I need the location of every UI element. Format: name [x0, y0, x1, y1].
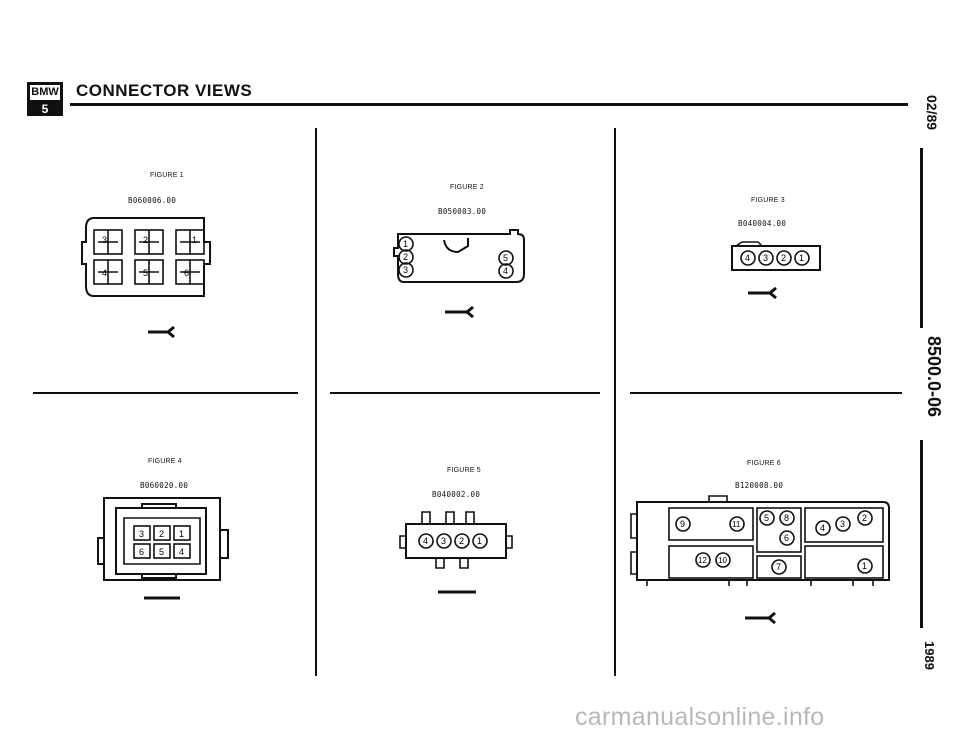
figure-3-pin-3: 3 [763, 253, 768, 263]
figure-6-pin-3: 3 [840, 519, 845, 529]
figure-6-pin-7: 7 [776, 562, 781, 572]
figure-6-code: B120008.00 [735, 481, 784, 490]
figure-5-connector: 4 3 2 1 [399, 511, 513, 569]
figure-6-pin-10: 10 [718, 556, 727, 565]
figure-4-pin-5: 5 [159, 547, 164, 557]
figure-1-wire-icon [148, 326, 175, 338]
figure-6-pin-11: 11 [732, 520, 741, 529]
figure-1-label: FIGURE 1 [150, 172, 184, 179]
figure-4-code: B060020.00 [140, 481, 189, 490]
figure-4-pin-2: 2 [159, 529, 164, 539]
logo-series: 5 [30, 102, 60, 116]
figure-3-pin-1: 1 [799, 253, 804, 263]
column-divider-1 [315, 128, 317, 676]
logo-brand: BMW [30, 85, 60, 102]
row-divider-1 [33, 392, 298, 394]
figure-4-wire-icon [144, 596, 180, 600]
figure-3-pin-4: 4 [745, 253, 750, 263]
figure-2-connector: 1 2 3 5 4 [393, 229, 525, 283]
figure-6-label: FIGURE 6 [747, 460, 781, 467]
figure-4-pin-3: 3 [139, 529, 144, 539]
figure-2-pin-1: 1 [403, 239, 408, 249]
figure-6-pin-1: 1 [862, 561, 867, 571]
figure-1-pin-2: 2 [143, 235, 148, 245]
figure-3-label: FIGURE 3 [751, 197, 785, 204]
figure-4-label: FIGURE 4 [148, 458, 182, 465]
figure-5-label: FIGURE 5 [447, 467, 481, 474]
figure-2-wire-icon [445, 306, 474, 318]
figure-5-wire-icon [438, 590, 476, 594]
figure-6-pin-2: 2 [862, 513, 867, 523]
figure-1-code: B060006.00 [128, 196, 177, 205]
figure-4-pin-1: 1 [179, 529, 184, 539]
figure-5-pin-4: 4 [423, 536, 428, 546]
row-divider-3 [630, 392, 902, 394]
side-date: 02/89 [924, 95, 940, 131]
figure-6-wire-icon [745, 612, 776, 624]
figure-4-pin-4: 4 [179, 547, 184, 557]
figure-2-pin-5: 5 [503, 253, 508, 263]
figure-1-pin-3: 3 [102, 235, 107, 245]
figure-5-pin-3: 3 [441, 536, 446, 546]
figure-2-pin-3: 3 [403, 265, 408, 275]
bmw-5-logo: BMW 5 [27, 82, 63, 116]
watermark: carmanualsonline.info [575, 703, 825, 731]
figure-5-code: B040002.00 [432, 490, 481, 499]
figure-2-code: B050003.00 [438, 207, 487, 216]
figure-3-wire-icon [748, 287, 777, 299]
figure-6-pin-12: 12 [698, 556, 707, 565]
column-divider-2 [614, 128, 616, 676]
page-title: CONNECTOR VIEWS [76, 81, 253, 100]
figure-6-pin-9: 9 [680, 519, 685, 529]
figure-1-connector: 3 2 1 4 5 6 [81, 217, 211, 297]
figure-3-code: B040004.00 [738, 219, 787, 228]
figure-5-pin-1: 1 [477, 536, 482, 546]
figure-1-pin-5: 5 [143, 268, 148, 278]
side-rule-upper [920, 148, 923, 328]
figure-5-pin-2: 2 [459, 536, 464, 546]
figure-4-pin-6: 6 [139, 547, 144, 557]
figure-1-pin-1: 1 [192, 235, 197, 245]
figure-6-pin-6: 6 [784, 533, 789, 543]
side-year: 1989 [922, 641, 937, 670]
figure-6-pin-4: 4 [820, 523, 825, 533]
figure-6-pin-5: 5 [764, 513, 769, 523]
figure-3-connector: 4 3 2 1 [731, 241, 821, 271]
figure-2-pin-4: 4 [503, 266, 508, 276]
figure-2-label: FIGURE 2 [450, 184, 484, 191]
figure-1-pin-6: 6 [184, 268, 189, 278]
header-rule [70, 103, 908, 106]
side-rule-lower [920, 440, 923, 628]
figure-6-connector: 9 11 5 8 6 4 3 2 12 10 7 1 [630, 495, 890, 586]
figure-4-connector: 3 2 1 6 5 4 [97, 497, 229, 581]
row-divider-2 [330, 392, 600, 394]
figure-2-pin-2: 2 [403, 252, 408, 262]
figure-1-pin-4: 4 [102, 268, 107, 278]
figure-6-pin-8: 8 [784, 513, 789, 523]
figure-3-pin-2: 2 [781, 253, 786, 263]
side-section-number: 8500.0-06 [924, 336, 944, 418]
